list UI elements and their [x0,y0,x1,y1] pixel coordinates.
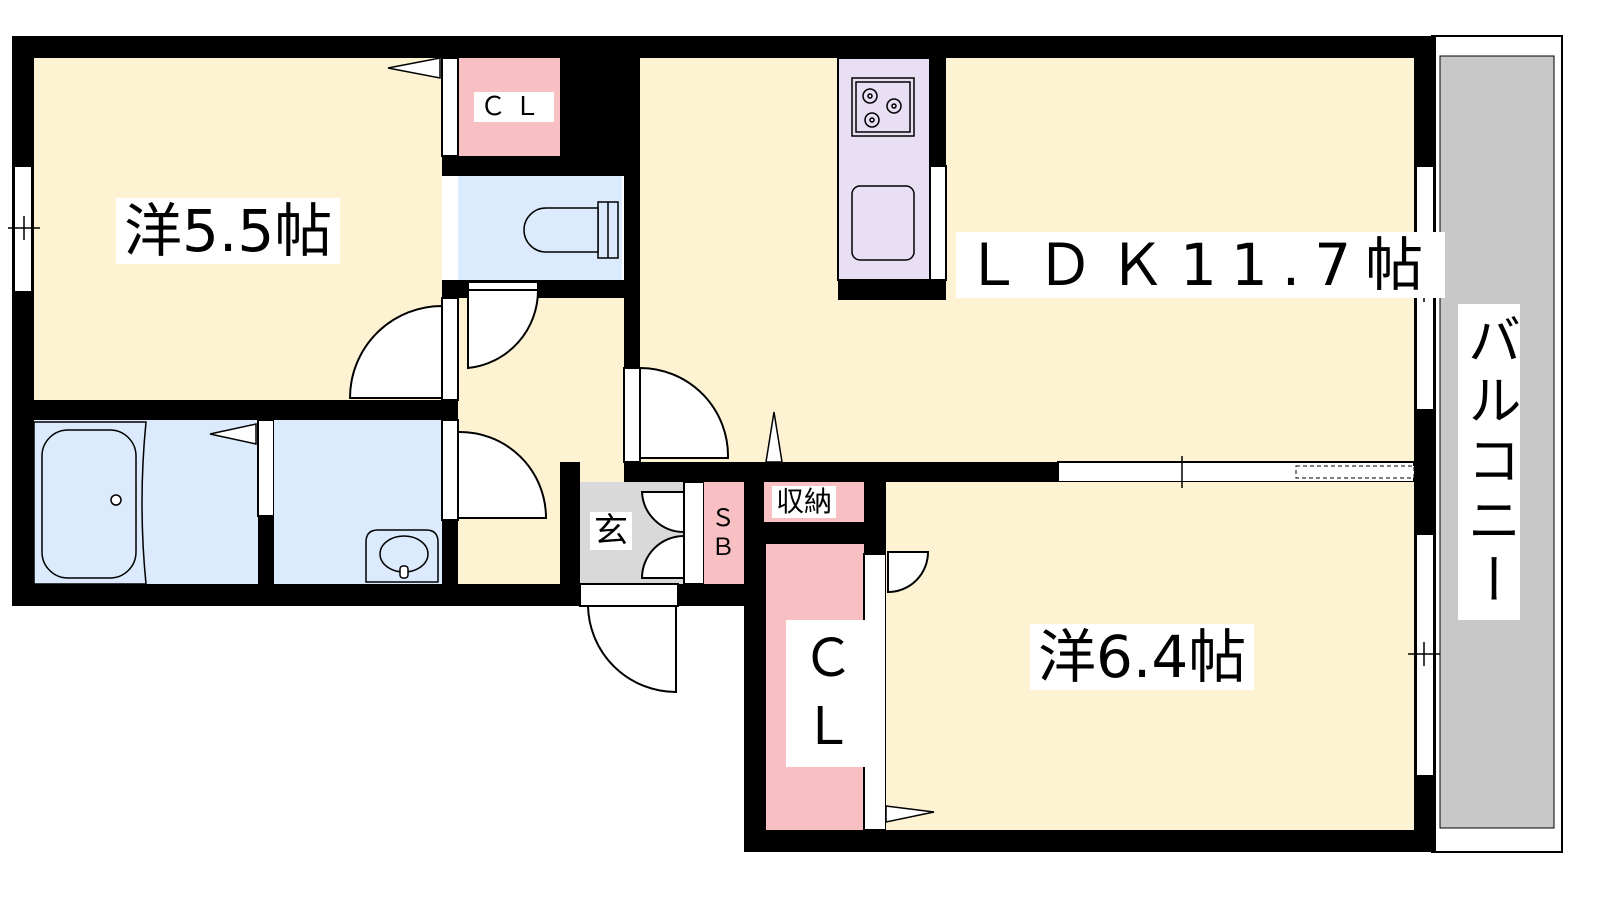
label-closet-bottom: Ｃ Ｌ [786,620,871,768]
stove-icon [851,77,915,137]
sink-icon [851,185,915,261]
label-storage: 収納 [772,486,837,518]
bathtub-icon [33,421,147,585]
balcony [1431,35,1563,853]
label-entrance: 玄 [590,512,632,550]
label-shoe-box-line2: Ｂ [711,532,735,561]
shoe-box [704,482,744,584]
label-balcony: バルコニー [1458,304,1521,620]
toilet-icon [523,201,619,259]
label-ldk: ＬＤＫ11.7帖 [956,232,1446,298]
label-shoe-box-line1: Ｓ [711,504,735,532]
label-western-2: 洋6.4帖 [1030,624,1255,690]
label-closet-bottom-line2: Ｌ [802,696,855,757]
doors [348,281,930,694]
label-western-1: 洋5.5帖 [116,198,341,264]
label-closet-top: ＣＬ [474,92,555,122]
label-closet-bottom-line1: Ｃ [802,629,855,689]
washbasin-icon [365,529,439,583]
label-shoe-box: Ｓ Ｂ [708,502,738,564]
